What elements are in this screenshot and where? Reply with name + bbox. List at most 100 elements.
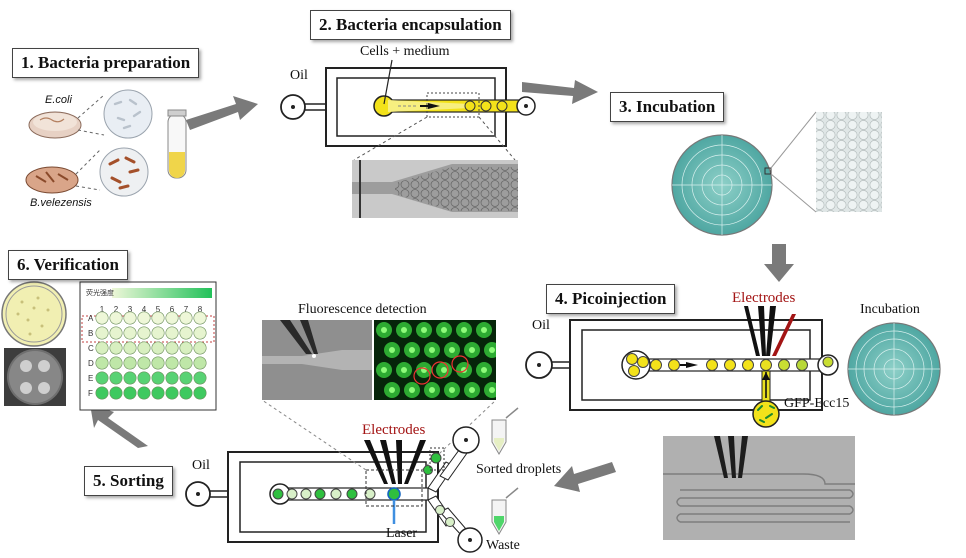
fluorescent-cell-core — [389, 347, 395, 353]
plate-well — [179, 311, 193, 325]
plate-well — [179, 371, 193, 385]
plate-well — [193, 386, 207, 400]
plate-row-label: E — [88, 374, 93, 383]
fluorescent-cell-core — [449, 387, 455, 393]
fluorescent-cell-core — [429, 347, 435, 353]
plate-well — [123, 386, 137, 400]
arrow-3-to-4 — [764, 244, 794, 282]
plate-column-label: 3 — [128, 305, 133, 314]
plate-row-label: A — [88, 314, 94, 323]
fluorescent-cell-core — [429, 387, 435, 393]
plate-well — [193, 311, 207, 325]
plate-well — [179, 356, 193, 370]
cells-medium-label: Cells + medium — [360, 44, 450, 59]
step4-title: 4. Picoinjection — [546, 284, 676, 314]
plate-well — [137, 326, 151, 340]
plate-well — [123, 311, 137, 325]
plate-well — [165, 356, 179, 370]
incubation-label: Incubation — [860, 302, 920, 317]
plate-well — [179, 341, 193, 355]
plate-well — [165, 386, 179, 400]
plate-well — [165, 341, 179, 355]
plate-well — [95, 311, 109, 325]
fluorescent-cell-core — [381, 367, 387, 373]
arrow-2-to-3 — [522, 80, 598, 104]
step2-chip — [280, 59, 536, 218]
fluorescent-cell-core — [409, 387, 415, 393]
fluorescent-cell-core — [401, 367, 407, 373]
plate-well — [109, 311, 123, 325]
plate-well — [193, 341, 207, 355]
bvelezensis-label: B.velezensis — [30, 197, 92, 209]
electrodes-label-step5: Electrodes — [362, 422, 426, 438]
step1-illustration — [25, 89, 187, 197]
plate-well — [137, 311, 151, 325]
fluorescent-cell-core — [489, 347, 495, 353]
plate-well — [109, 356, 123, 370]
plate-column-label: 2 — [114, 305, 119, 314]
fluorescent-cell-core — [441, 327, 447, 333]
arrow-5-to-6 — [90, 404, 148, 448]
plate-well — [165, 311, 179, 325]
ecoli-label: E.coli — [45, 94, 72, 106]
plate-well — [179, 386, 193, 400]
step3-dish — [671, 111, 882, 236]
plate-well — [151, 341, 165, 355]
plate-well — [151, 311, 165, 325]
oil-label-step4: Oil — [532, 318, 550, 333]
electrodes-label-step4: Electrodes — [732, 290, 796, 306]
selected-droplet-circle — [431, 361, 449, 379]
plate-well — [95, 356, 109, 370]
plate-well — [137, 356, 151, 370]
fluorescent-cell-core — [441, 367, 447, 373]
fluorescent-cell-core — [449, 347, 455, 353]
plate-well — [137, 386, 151, 400]
plate-well — [123, 326, 137, 340]
fluorescent-cell-core — [489, 387, 495, 393]
fluorescent-cell-core — [401, 327, 407, 333]
fluorescent-cell-core — [481, 367, 487, 373]
plate-well — [95, 386, 109, 400]
plate-well — [123, 341, 137, 355]
plate-well — [179, 326, 193, 340]
plate-column-label: 8 — [198, 305, 203, 314]
plate-row-label: B — [88, 329, 93, 338]
fluorescent-cell-core — [481, 327, 487, 333]
step5-title: 5. Sorting — [84, 466, 173, 496]
plate-well — [137, 341, 151, 355]
fluorescence-micrograph — [376, 322, 496, 398]
plate-well — [109, 386, 123, 400]
selected-droplet-circle — [413, 367, 431, 385]
plate-well — [95, 326, 109, 340]
step6-title: 6. Verification — [8, 250, 128, 280]
plate-column-label: 6 — [170, 305, 175, 314]
plate-well — [95, 371, 109, 385]
gfp-label: GFP-Ecc15 — [784, 396, 850, 411]
plate-well — [151, 371, 165, 385]
plate-well — [137, 371, 151, 385]
arrow-4-to-5 — [554, 462, 616, 492]
selected-droplet-circle — [451, 355, 469, 373]
plate-well — [193, 356, 207, 370]
fluorescent-cell-core — [469, 387, 475, 393]
plate-legend-label: 荧光强度 — [86, 289, 114, 297]
step2-title: 2. Bacteria encapsulation — [310, 10, 511, 40]
step4-chip — [525, 306, 941, 540]
plate-well — [193, 371, 207, 385]
plate-row-label: C — [88, 344, 94, 353]
arrow-1-to-2 — [186, 96, 258, 130]
fluorescent-cell-core — [461, 327, 467, 333]
plate-well — [109, 326, 123, 340]
plate-well — [109, 371, 123, 385]
plate-column-label: 4 — [142, 305, 147, 314]
fluorescent-cell-core — [409, 347, 415, 353]
fluorescence-detection-label: Fluorescence detection — [298, 302, 427, 317]
step3-title: 3. Incubation — [610, 92, 725, 122]
fluorescent-cell-core — [469, 347, 475, 353]
plate-well — [95, 341, 109, 355]
step5-chip — [185, 320, 519, 553]
oil-label-step5: Oil — [192, 458, 210, 473]
oil-label-step2: Oil — [290, 68, 308, 83]
plate-well — [151, 326, 165, 340]
